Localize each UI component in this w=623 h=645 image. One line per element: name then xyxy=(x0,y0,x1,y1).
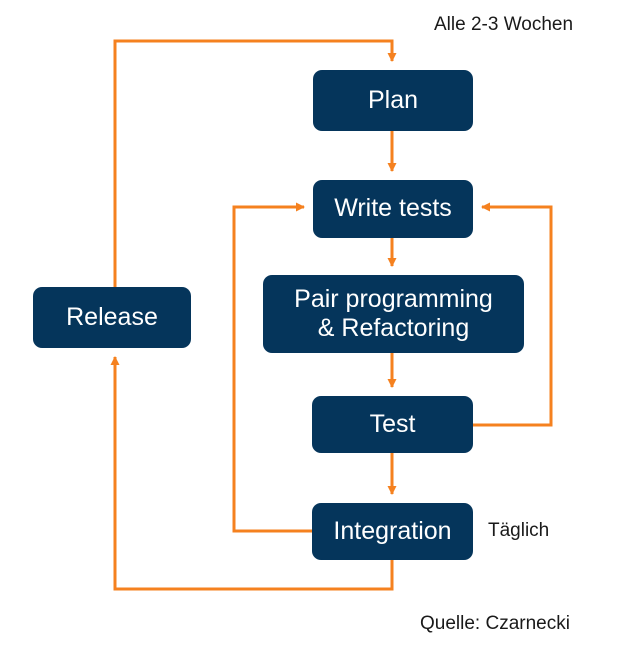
node-release-label: Release xyxy=(66,302,158,331)
node-pair-programming-label-line2: & Refactoring xyxy=(317,314,470,342)
node-plan[interactable]: Plan xyxy=(313,70,473,131)
edge-test-to-write-tests-loop xyxy=(473,202,553,427)
caption-iteration-cadence: Alle 2-3 Wochen xyxy=(434,14,574,35)
caption-source: Quelle: Czarnecki xyxy=(420,613,570,634)
node-plan-label: Plan xyxy=(367,85,419,114)
node-release[interactable]: Release xyxy=(33,287,191,348)
caption-daily-cadence: Täglich xyxy=(488,520,550,541)
edge-integration-to-write-tests-loop xyxy=(232,202,312,533)
node-pair-programming[interactable]: Pair programming & Refactoring xyxy=(263,275,524,353)
node-write-tests[interactable]: Write tests xyxy=(313,180,473,238)
edge-release-to-plan xyxy=(113,39,397,287)
node-write-tests-label: Write tests xyxy=(334,194,452,223)
node-test[interactable]: Test xyxy=(312,396,473,453)
edge-integration-to-release xyxy=(110,356,394,591)
node-pair-programming-label-line1: Pair programming xyxy=(294,284,493,313)
node-test-label: Test xyxy=(369,409,416,438)
node-integration-label: Integration xyxy=(333,516,452,545)
node-pair-programming-label: Pair programming & Refactoring xyxy=(294,285,493,344)
node-integration[interactable]: Integration xyxy=(312,503,473,560)
